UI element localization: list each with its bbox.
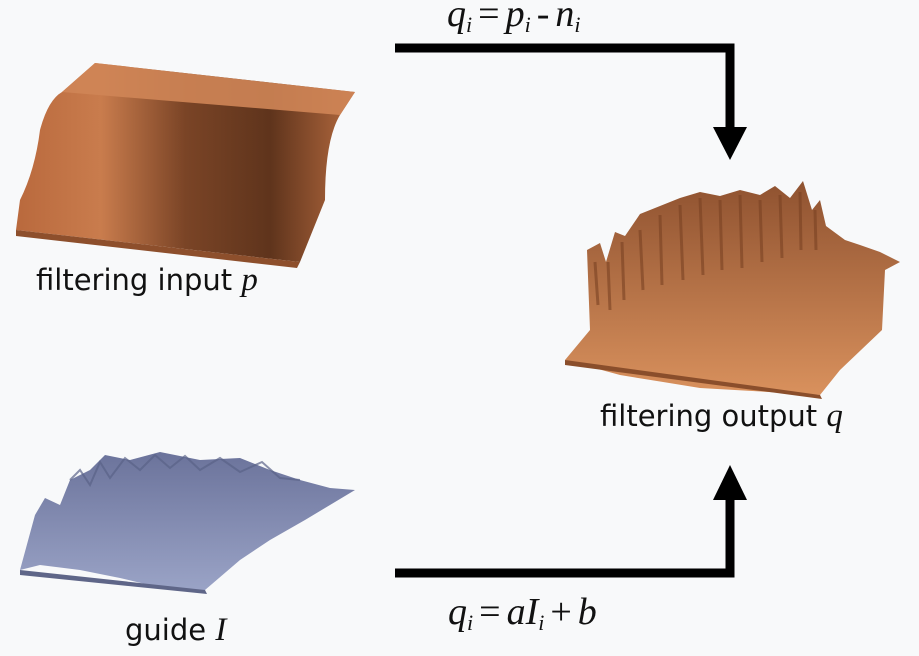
guide-label: guide I — [125, 612, 227, 648]
output-surface — [565, 181, 900, 399]
bottom-equation: qi=aIi+b — [448, 591, 597, 635]
input-label: filtering input p — [36, 262, 258, 298]
bottom-arrow — [395, 465, 747, 578]
input-surface — [16, 63, 355, 268]
top-arrow — [395, 43, 747, 160]
guide-surface — [20, 452, 355, 594]
top-equation: qi=pi-ni — [447, 0, 581, 37]
output-label: filtering output q — [600, 398, 843, 434]
